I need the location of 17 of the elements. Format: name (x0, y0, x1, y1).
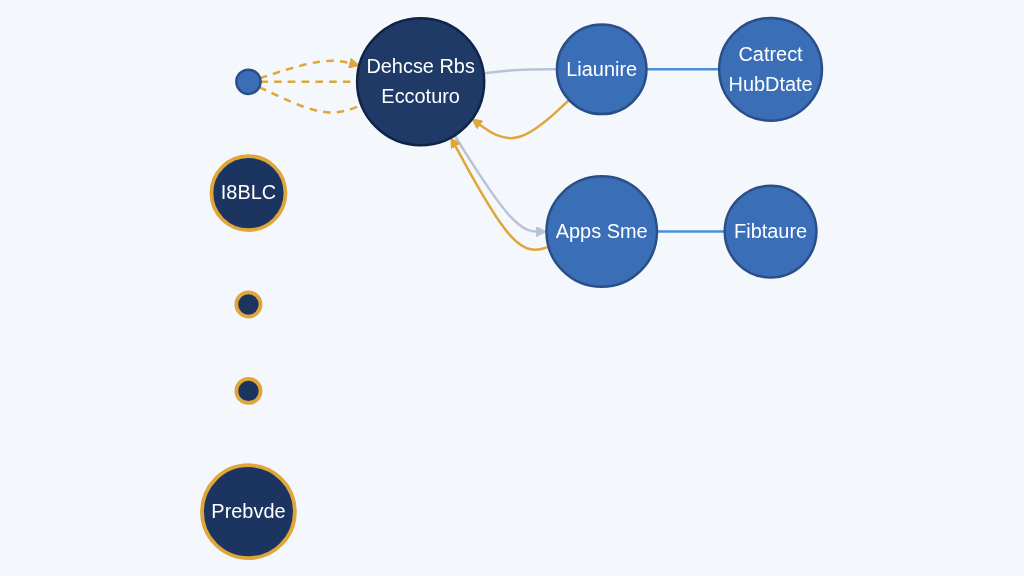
node-circle: Prebvde (200, 463, 297, 560)
node-circle (234, 290, 263, 319)
node-circle (235, 68, 262, 96)
connector (646, 68, 720, 71)
arrow (450, 137, 549, 251)
node-circle: Liaunire (555, 23, 648, 116)
arrow (471, 99, 570, 140)
node-circle: Apps Sme (545, 175, 659, 289)
connector (656, 230, 725, 233)
node-circle: I8BLC (209, 154, 288, 232)
arrow (453, 134, 547, 238)
node-circle: Fibtaure (723, 184, 818, 279)
node-circle: Dehcse Rbs Eccoturo (355, 17, 486, 147)
connector (483, 68, 557, 75)
node-circle (234, 376, 263, 405)
arrow (259, 57, 360, 80)
node-circle: Catrect HubDtate (717, 16, 824, 122)
